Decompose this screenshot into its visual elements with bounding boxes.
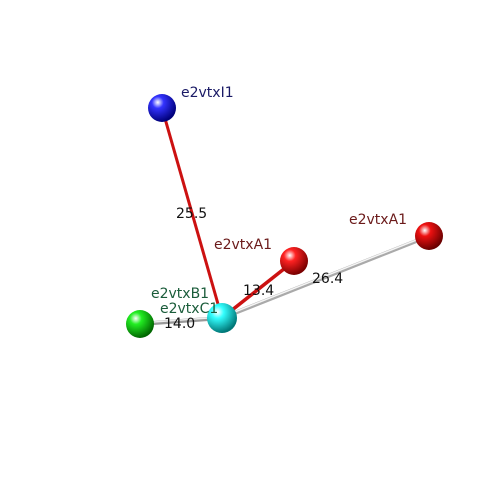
bond-c1-a1a — [220, 259, 296, 320]
atom-i1[interactable] — [148, 94, 176, 122]
atom-label-b1: e2vtxB1 — [151, 286, 209, 302]
atom-label-a1b: e2vtxA1 — [349, 212, 407, 228]
distance-label-c1-b1: 14.0 — [164, 316, 195, 332]
atom-label-i1: e2vtxI1 — [181, 85, 234, 101]
atom-b1[interactable] — [126, 310, 154, 338]
distance-label-c1-i1: 25.5 — [176, 206, 207, 222]
distance-label-layer: 25.5 13.4 26.4 14.0 — [164, 206, 343, 332]
distance-label-c1-a1a: 13.4 — [243, 283, 274, 299]
atom-layer — [126, 94, 443, 338]
atom-c1[interactable] — [207, 303, 237, 333]
atom-label-c1: e2vtxC1 — [160, 301, 218, 317]
atom-a1b[interactable] — [415, 222, 443, 250]
distance-label-c1-a1b: 26.4 — [312, 271, 343, 287]
bond-c1-a1b — [221, 234, 430, 320]
atom-label-a1a: e2vtxA1 — [214, 237, 272, 253]
bond-c1-i1 — [160, 107, 224, 319]
bond-c1-a1b-highlight — [221, 234, 430, 318]
atom-label-layer: e2vtxI1 e2vtxA1 e2vtxA1 e2vtxB1 e2vtxC1 — [151, 85, 407, 317]
atom-a1a[interactable] — [280, 247, 308, 275]
